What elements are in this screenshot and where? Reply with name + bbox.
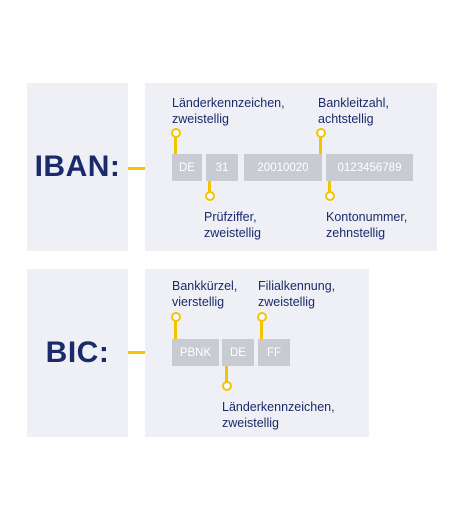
iban-note-check-digits-line2: zweistellig — [204, 226, 261, 240]
iban-pointer-bank-code-line — [319, 136, 322, 154]
iban-pointer-country-code-line — [174, 136, 177, 154]
iban-note-country-code-line1: Länderkennzeichen, — [172, 96, 285, 110]
iban-segment-country: DE — [172, 154, 202, 181]
iban-note-bank-code-line2: achtstellig — [318, 112, 374, 126]
iban-label: IBAN: — [34, 150, 121, 183]
iban-label-panel — [27, 83, 128, 251]
bic-pointer-bank-code-line — [174, 320, 177, 339]
iban-note-country-code-line2: zweistellig — [172, 112, 229, 126]
bic-note-country-code-line2: zweistellig — [222, 416, 279, 430]
bic-pointer-branch-code-line — [260, 320, 263, 339]
iban-note-account: Kontonummer, zehnstellig — [326, 209, 407, 241]
iban-segment-check: 31 — [206, 154, 238, 181]
bic-pointer-bank-code-dot — [170, 312, 181, 322]
bic-pointer-country-code-dot — [221, 381, 232, 391]
bic-note-country-code: Länderkennzeichen, zweistellig — [222, 399, 335, 431]
iban-note-country-code: Länderkennzeichen, zweistellig — [172, 95, 285, 127]
bic-note-bank-code-line1: Bankkürzel, — [172, 279, 238, 293]
iban-note-check-digits-line1: Prüfziffer, — [204, 210, 257, 224]
bic-label: BIC: — [45, 336, 110, 369]
iban-pointer-account-line — [328, 181, 331, 195]
iban-pointer-bank-code-dot — [315, 128, 326, 138]
bic-note-bank-code-line2: vierstellig — [172, 295, 225, 309]
iban-note-bank-code-line1: Bankleitzahl, — [318, 96, 389, 110]
bic-segment-branch: FF — [258, 339, 290, 366]
iban-note-account-line1: Kontonummer, — [326, 210, 408, 224]
bic-segment-country: DE — [222, 339, 254, 366]
iban-pointer-account-dot — [324, 191, 335, 201]
iban-pointer-check-digits-line — [208, 181, 211, 195]
iban-pointer-check-digits-dot — [204, 191, 215, 201]
iban-segment-bank: 20010020 — [244, 154, 322, 181]
bic-pointer-country-code-line — [225, 366, 228, 384]
bic-segment-bank: PBNK — [172, 339, 219, 366]
iban-note-bank-code: Bankleitzahl, achtstellig — [318, 95, 389, 127]
bic-label-panel — [27, 269, 128, 437]
bic-note-branch-code: Filialkennung, zweistellig — [258, 278, 335, 310]
iban-note-check-digits: Prüfziffer, zweistellig — [204, 209, 261, 241]
iban-pointer-country-code-dot — [170, 128, 181, 138]
iban-segment-account: 0123456789 — [326, 154, 413, 181]
bic-pointer-branch-code-dot — [256, 312, 267, 322]
bic-note-branch-code-line2: zweistellig — [258, 295, 315, 309]
bic-note-branch-code-line1: Filialkennung, — [258, 279, 336, 293]
bic-note-country-code-line1: Länderkennzeichen, — [222, 400, 335, 414]
iban-note-account-line2: zehnstellig — [326, 226, 386, 240]
bic-note-bank-code: Bankkürzel, vierstellig — [172, 278, 237, 310]
